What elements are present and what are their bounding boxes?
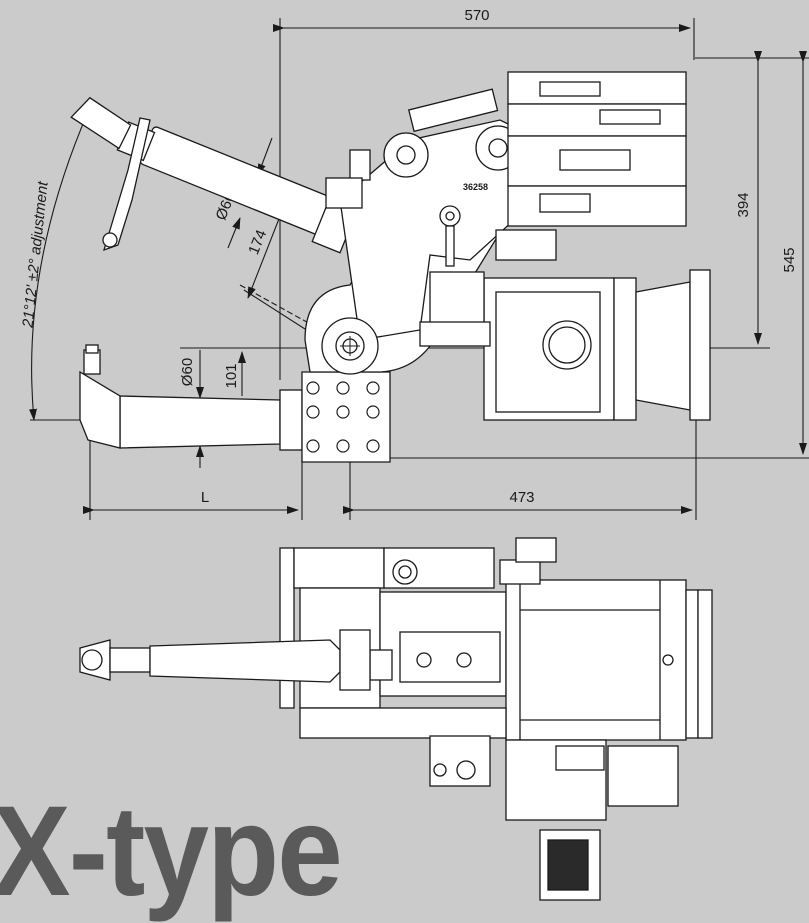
dim-adjustment: 21°12' ±2° adjustment: [19, 180, 51, 329]
part-number: 36258: [463, 182, 488, 192]
dim-length: L: [201, 489, 209, 506]
dim-width-total: 570: [464, 7, 489, 24]
technical-drawing: 570 394 545 473 L Ø60 101 174 Ø60 21°12'…: [19, 7, 809, 901]
dim-arm-offset: 174: [245, 228, 270, 258]
dim-offset-lower: 473: [509, 489, 534, 506]
center-marks: [340, 336, 360, 356]
page-title: X-type: [0, 780, 343, 923]
dim-height-upper: 394: [735, 192, 752, 217]
dim-arm-dia-lower: Ø60: [179, 358, 196, 386]
gun-side-view: [70, 71, 711, 463]
dim-height-total: 545: [781, 247, 798, 272]
gun-top-view: [79, 537, 713, 901]
dim-lower-height: 101: [223, 363, 240, 388]
